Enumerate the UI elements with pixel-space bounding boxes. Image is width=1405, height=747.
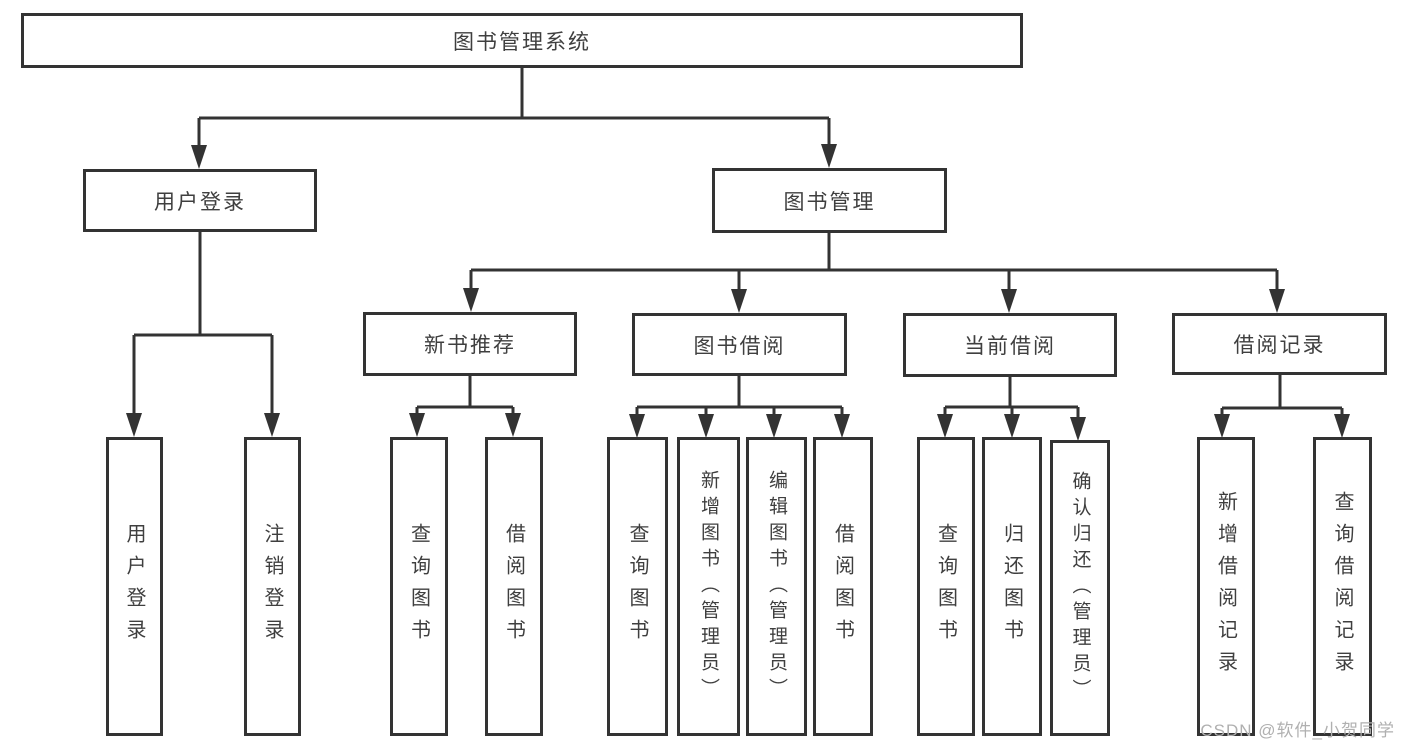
node-confirm-return-admin: 确认归还（管理员） bbox=[1050, 440, 1110, 736]
node-add-books-admin: 新增图书（管理员） bbox=[677, 437, 740, 736]
node-borrow-books-recommend: 借阅图书 bbox=[485, 437, 543, 736]
connector-user-login-split bbox=[132, 230, 274, 417]
node-add-borrow-record: 新增借阅记录 bbox=[1197, 437, 1255, 736]
connector-book-borrow-split bbox=[635, 374, 844, 420]
node-user-login-leaf: 用户登录 bbox=[106, 437, 163, 736]
connector-new-book-split bbox=[415, 374, 515, 419]
node-return-books: 归还图书 bbox=[982, 437, 1042, 736]
node-borrowing-records: 借阅记录 bbox=[1172, 313, 1387, 375]
connector-book-management-split bbox=[469, 231, 1279, 294]
node-edit-books-admin: 编辑图书（管理员） bbox=[746, 437, 807, 736]
node-book-borrowing: 图书借阅 bbox=[632, 313, 847, 376]
node-current-borrowing: 当前借阅 bbox=[903, 313, 1117, 377]
node-user-login: 用户登录 bbox=[83, 169, 317, 232]
csdn-watermark: CSDN @软件_小贺同学 bbox=[1200, 721, 1395, 740]
connector-borrow-record-split bbox=[1220, 373, 1344, 420]
node-query-books-borrow: 查询图书 bbox=[607, 437, 668, 736]
node-new-book-recommendation: 新书推荐 bbox=[363, 312, 577, 376]
node-borrow-books-leaf: 借阅图书 bbox=[813, 437, 873, 736]
connector-current-borrow-split bbox=[943, 375, 1080, 422]
node-query-books-current: 查询图书 bbox=[917, 437, 975, 736]
node-query-books-recommend: 查询图书 bbox=[390, 437, 448, 736]
connector-root-split bbox=[197, 66, 831, 149]
node-library-management-system: 图书管理系统 bbox=[21, 13, 1023, 68]
node-query-borrow-record: 查询借阅记录 bbox=[1313, 437, 1372, 736]
node-book-management: 图书管理 bbox=[712, 168, 947, 233]
node-logout-leaf: 注销登录 bbox=[244, 437, 301, 736]
